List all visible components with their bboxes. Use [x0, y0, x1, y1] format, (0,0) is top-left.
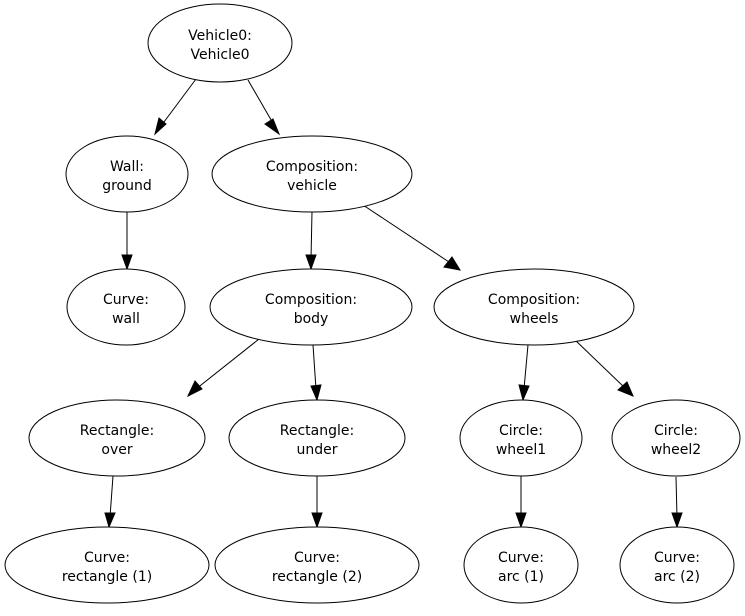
node-ellipse	[66, 268, 186, 346]
graph-node-curve-arc-2[interactable]: Curve: arc (2)	[619, 526, 735, 604]
node-label-line2: wall	[112, 311, 140, 327]
node-label-line1: Composition:	[266, 159, 358, 175]
node-ellipse	[228, 399, 406, 477]
node-ellipse	[211, 135, 413, 213]
edge-line	[195, 338, 260, 390]
node-label-line1: Composition:	[265, 292, 357, 308]
graph-node-rectangle-under[interactable]: Rectangle: under	[228, 399, 406, 477]
arrowhead-icon	[518, 384, 530, 402]
graph-edge	[362, 204, 462, 271]
node-label-line2: wheel2	[651, 442, 701, 458]
arrowhead-icon	[515, 512, 527, 529]
node-ellipse	[619, 526, 735, 604]
graph-edge	[186, 338, 260, 398]
graph-node-vehicle0[interactable]: Vehicle0: Vehicle0	[147, 3, 293, 83]
graph-node-composition-vehicle[interactable]: Composition: vehicle	[211, 135, 413, 213]
node-label-line1: Curve:	[103, 292, 149, 308]
node-label-line2: ground	[102, 178, 152, 194]
graph-node-curve-arc-1[interactable]: Curve: arc (1)	[463, 526, 579, 604]
node-ellipse	[4, 526, 210, 604]
node-label-line1: Rectangle:	[280, 423, 354, 439]
node-label-line2: body	[294, 311, 329, 327]
edge-line	[109, 475, 114, 518]
edge-line	[675, 476, 678, 518]
node-label-line1: Curve:	[654, 550, 700, 566]
node-ellipse	[65, 135, 189, 213]
graph-node-curve-rectangle-2[interactable]: Curve: rectangle (2)	[214, 526, 420, 604]
graph-edge	[515, 476, 527, 529]
graph-edge	[310, 344, 322, 402]
node-label-line1: Vehicle0:	[188, 28, 252, 44]
graph-edge	[154, 78, 197, 136]
edge-line	[310, 211, 313, 260]
graph-node-circle-wheel2[interactable]: Circle: wheel2	[611, 399, 741, 477]
node-label-line2: arc (2)	[654, 569, 700, 585]
arrowhead-icon	[617, 381, 634, 397]
node-label-line2: rectangle (2)	[272, 569, 362, 585]
node-label-line2: over	[101, 442, 132, 458]
edge-line	[312, 344, 317, 390]
graph-edge	[311, 476, 323, 529]
arrowhead-icon	[443, 256, 462, 271]
node-label-line2: wheel1	[496, 442, 546, 458]
arrowhead-icon	[186, 380, 203, 398]
arrowhead-icon	[671, 512, 683, 529]
node-ellipse	[433, 268, 635, 346]
edge-line	[247, 79, 275, 126]
node-label-line2: arc (1)	[498, 569, 544, 585]
graph-node-curve-rectangle-1[interactable]: Curve: rectangle (1)	[4, 526, 210, 604]
node-label-line2: rectangle (1)	[62, 569, 152, 585]
node-label-line2: vehicle	[287, 178, 337, 194]
node-label-line1: Circle:	[654, 423, 698, 439]
node-label-line2: wheels	[510, 311, 559, 327]
graph-edge	[573, 338, 634, 397]
node-ellipse	[459, 399, 583, 477]
graph-edge	[247, 79, 281, 136]
graph-edge	[104, 475, 116, 529]
node-label-line1: Wall:	[110, 159, 144, 175]
graph-node-circle-wheel1[interactable]: Circle: wheel1	[459, 399, 583, 477]
graph-node-rectangle-over[interactable]: Rectangle: over	[28, 399, 206, 477]
node-label-line1: Curve:	[498, 550, 544, 566]
node-label-line1: Curve:	[294, 550, 340, 566]
node-ellipse	[209, 268, 413, 346]
graph-edge	[121, 212, 133, 271]
edge-line	[573, 338, 626, 389]
arrowhead-icon	[104, 512, 116, 529]
node-ellipse	[214, 526, 420, 604]
edge-line	[523, 344, 529, 390]
graph-node-composition-wheels[interactable]: Composition: wheels	[433, 268, 635, 346]
edge-line	[362, 204, 453, 265]
node-label-line1: Circle:	[499, 423, 543, 439]
arrowhead-icon	[310, 384, 322, 402]
arrowhead-icon	[264, 118, 281, 136]
graph-edge	[671, 476, 683, 529]
graph-node-composition-body[interactable]: Composition: body	[209, 268, 413, 346]
arrowhead-icon	[311, 512, 323, 529]
edge-line	[160, 78, 197, 127]
graph-node-curve-wall[interactable]: Curve: wall	[66, 268, 186, 346]
node-ellipse	[463, 526, 579, 604]
arrowhead-icon	[305, 254, 317, 271]
node-ellipse	[147, 3, 293, 83]
node-label-line2: Vehicle0	[191, 47, 250, 63]
node-label-line1: Rectangle:	[80, 423, 154, 439]
graph-edge	[518, 344, 530, 402]
node-label-line1: Curve:	[84, 550, 130, 566]
nodes-layer: Vehicle0:Vehicle0Wall:groundComposition:…	[4, 3, 741, 604]
arrowhead-icon	[154, 117, 167, 136]
edges-layer	[104, 78, 683, 529]
node-ellipse	[28, 399, 206, 477]
graph-node-wall-ground[interactable]: Wall: ground	[65, 135, 189, 213]
arrowhead-icon	[121, 254, 133, 271]
node-label-line1: Composition:	[488, 292, 580, 308]
graph-edge	[305, 211, 317, 271]
node-ellipse	[611, 399, 741, 477]
node-label-line2: under	[296, 442, 337, 458]
